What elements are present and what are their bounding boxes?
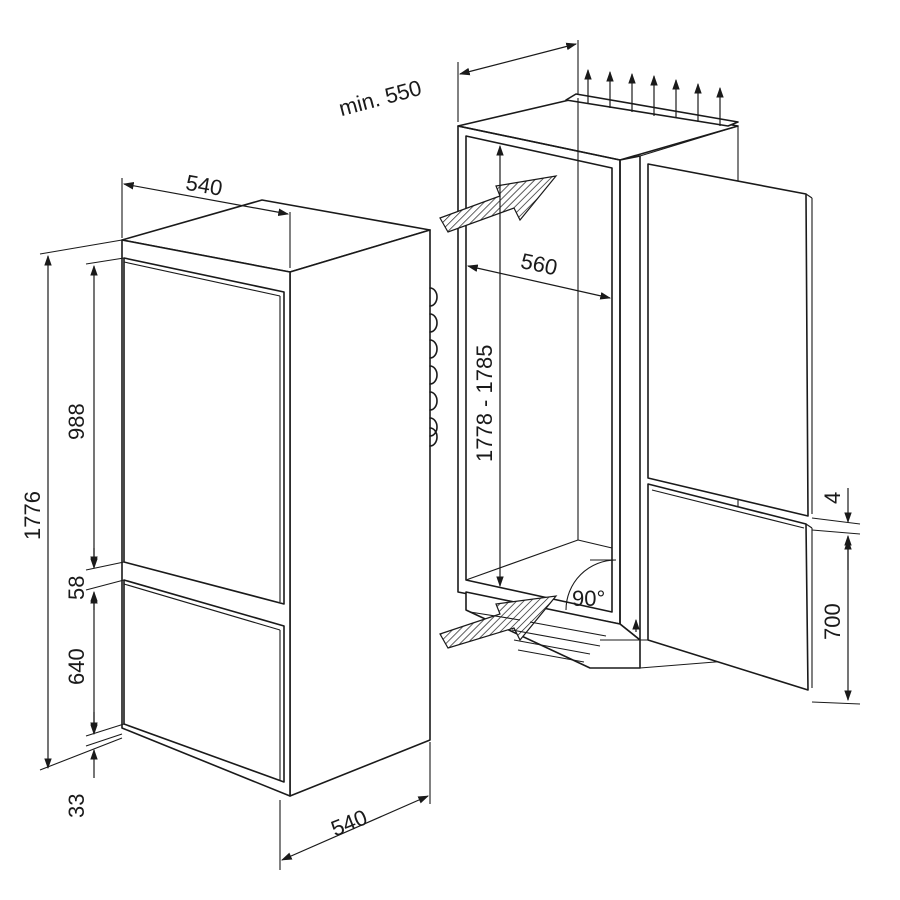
dim-base-gap: 33 — [64, 712, 123, 818]
door-angle-label: 90° — [572, 586, 605, 611]
furniture-upper-door — [647, 163, 809, 517]
vent-rail — [565, 93, 739, 127]
dim-niche-width-label: 560 — [519, 248, 560, 280]
dim-furniture-lower-door-label: 700 — [820, 603, 845, 640]
cabinet-side-edge — [619, 155, 641, 641]
dim-lower-door-label: 640 — [64, 648, 89, 685]
dim-total-height: 1776 — [20, 239, 123, 771]
furniture-doors — [647, 163, 813, 691]
dim-niche-height: 1778 - 1785 — [472, 144, 504, 588]
vent-grill — [469, 611, 607, 663]
dim-door-spacing-label: 4 — [820, 492, 845, 504]
dim-upper-door-label: 988 — [64, 403, 89, 440]
dim-niche-height-label: 1778 - 1785 — [472, 345, 497, 462]
dim-niche-depth-label: min. 550 — [336, 75, 424, 121]
dim-top-width: 540 — [121, 170, 291, 268]
door-angle-indicator: 90° — [565, 559, 640, 632]
dim-bottom-width-label: 540 — [327, 804, 370, 841]
dim-total-height-label: 1776 — [20, 491, 45, 540]
niche-cabinet — [457, 93, 741, 669]
dim-furniture-lower-door: 700 — [811, 538, 861, 705]
lower-door — [123, 579, 285, 783]
ventilation-arrows-top — [584, 68, 724, 126]
dim-base-gap-label: 33 — [64, 794, 89, 818]
airflow-arrow-lower-icon — [439, 595, 558, 649]
appliance-side-face — [289, 229, 431, 797]
dim-door-gap: 58 — [64, 548, 125, 610]
furniture-lower-door — [647, 483, 809, 691]
dim-lower-door: 640 — [64, 592, 125, 737]
dim-niche-width: 560 — [466, 248, 612, 300]
dim-door-spacing: 4 — [811, 488, 861, 570]
dim-door-gap-label: 58 — [64, 576, 89, 600]
dim-upper-door: 988 — [64, 257, 125, 571]
upper-door — [123, 257, 285, 605]
appliance-body — [121, 199, 438, 797]
condenser-coil-icon — [429, 287, 438, 447]
